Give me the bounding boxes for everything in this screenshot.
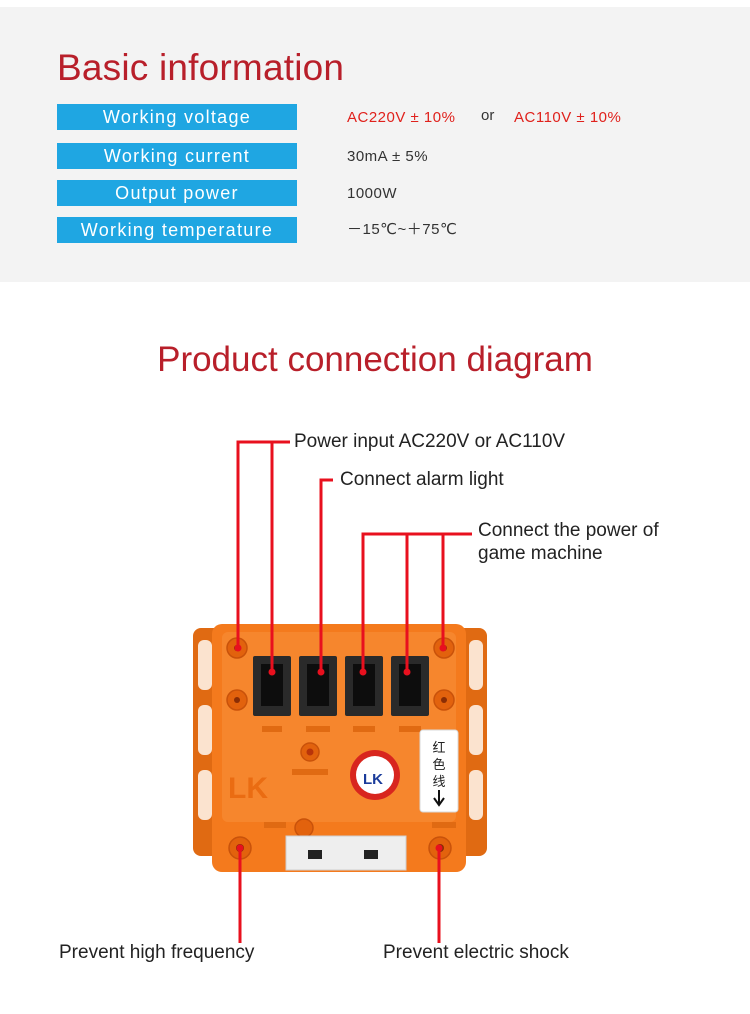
callout-game-power-line2: game machine	[478, 543, 603, 564]
basic-info-panel: Basic information Working voltage AC220V…	[0, 7, 750, 282]
spec-value-power: 1000W	[347, 185, 398, 202]
spec-value-current: 30mA ± 5%	[347, 148, 429, 165]
sticker-char: 红	[432, 740, 445, 756]
spec-value-temperature: －15℃~＋75℃	[347, 221, 458, 238]
mounting-slot	[198, 770, 212, 820]
spec-label-voltage: Working voltage	[57, 104, 297, 130]
sticker-char: 色	[432, 757, 445, 773]
callout-electric-shock: Prevent electric shock	[383, 942, 569, 963]
callout-game-power-line1: Connect the power of	[478, 520, 659, 541]
arrow-down-icon	[433, 790, 445, 807]
leader-lines	[236, 440, 472, 943]
callout-alarm-light: Connect alarm light	[340, 469, 504, 490]
spec-value-voltage-alt: AC110V ± 10%	[514, 109, 622, 126]
callout-power-input: Power input AC220V or AC110V	[294, 431, 566, 452]
sticker-char: 线	[432, 775, 445, 790]
socket-power-input	[253, 656, 291, 716]
mounting-slot	[469, 640, 483, 690]
diagram-title: Product connection diagram	[157, 340, 593, 379]
mounting-slot	[469, 770, 483, 820]
red-wire-sticker	[419, 729, 459, 813]
terminal-block	[285, 835, 407, 871]
callout-high-frequency: Prevent high frequency	[59, 942, 255, 963]
brand-logo: LK	[228, 772, 268, 805]
spec-connector-or: or	[481, 107, 495, 124]
socket-output-1	[345, 656, 383, 716]
spec-label-power: Output power	[57, 180, 297, 206]
mounting-slot	[198, 705, 212, 755]
socket-output-2	[391, 656, 429, 716]
spec-label-current: Working current	[57, 143, 297, 169]
svg-text:LK: LK	[363, 771, 383, 788]
basic-info-title: Basic information	[57, 47, 345, 88]
mounting-slot	[198, 640, 212, 690]
spec-value-voltage: AC220V ± 10%	[347, 109, 456, 126]
spec-label-temperature: Working temperature	[57, 217, 297, 243]
mounting-slot	[469, 705, 483, 755]
socket-alarm-light	[299, 656, 337, 716]
